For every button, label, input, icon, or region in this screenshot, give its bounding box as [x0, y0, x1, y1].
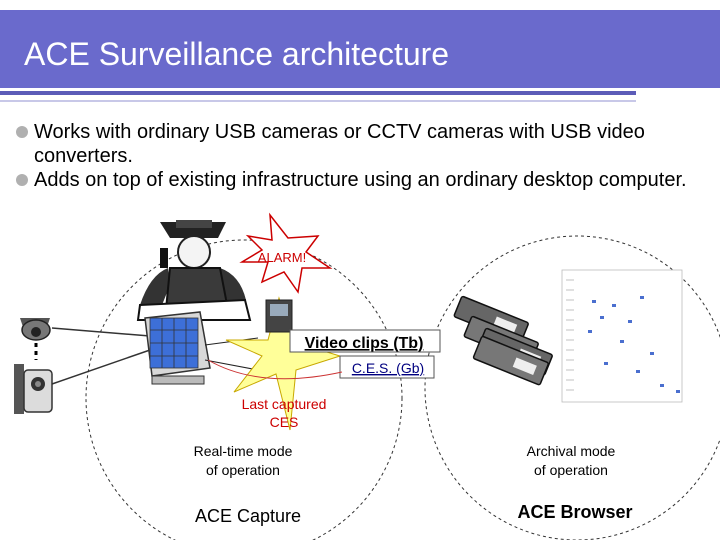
bullet-icon: [16, 174, 28, 186]
bullet-icon: [16, 126, 28, 138]
last-captured-label: Last captured: [242, 396, 327, 412]
connector-line: [51, 327, 151, 337]
ces-label: C.E.S. (Gb): [352, 360, 424, 376]
ace-capture-label: ACE Capture: [195, 506, 301, 526]
ace-browser-screenshot: [561, 269, 683, 403]
video-clips-box: [289, 329, 441, 353]
bullet-list: Works with ordinary USB cameras or CCTV …: [16, 120, 718, 192]
realtime-mode-label-line2: of operation: [206, 462, 280, 478]
alarm-burst: [239, 212, 333, 294]
bullet-item: Works with ordinary USB cameras or CCTV …: [16, 120, 718, 168]
ace-browser-label: ACE Browser: [517, 502, 632, 522]
bullet-text: Works with ordinary USB cameras or CCTV …: [34, 121, 645, 167]
title-underline: [0, 91, 636, 95]
security-guard-icon: [136, 220, 252, 321]
archival-mode-label-line2: of operation: [534, 462, 608, 478]
slide-title: ACE Surveillance architecture: [24, 36, 450, 72]
realtime-mode-circle: [85, 239, 403, 540]
title-underline-shadow: [0, 100, 636, 102]
ces-box: [339, 355, 435, 379]
video-clips-label: Video clips (Tb): [305, 335, 424, 352]
bullet-item: Adds on top of existing infrastructure u…: [16, 168, 718, 192]
last-captured-label-line2: CES: [270, 414, 299, 430]
connector-line: [51, 349, 151, 385]
dome-camera-icon: [20, 318, 51, 341]
tape-cartridges-icon: [453, 295, 553, 386]
title-bar: [0, 10, 720, 88]
webcam-icon: [14, 364, 53, 414]
ces-connector-arc: [207, 359, 343, 380]
archival-mode-label: Archival mode: [527, 443, 616, 459]
bullet-text: Adds on top of existing infrastructure u…: [34, 169, 687, 191]
video-frame-image: [270, 304, 288, 316]
realtime-mode-label: Real-time mode: [194, 443, 293, 459]
monitor-icon: [144, 311, 211, 385]
archival-mode-circle: [424, 235, 720, 540]
connector-line: [204, 359, 259, 371]
alarm-label: ALARM!: [258, 250, 306, 265]
